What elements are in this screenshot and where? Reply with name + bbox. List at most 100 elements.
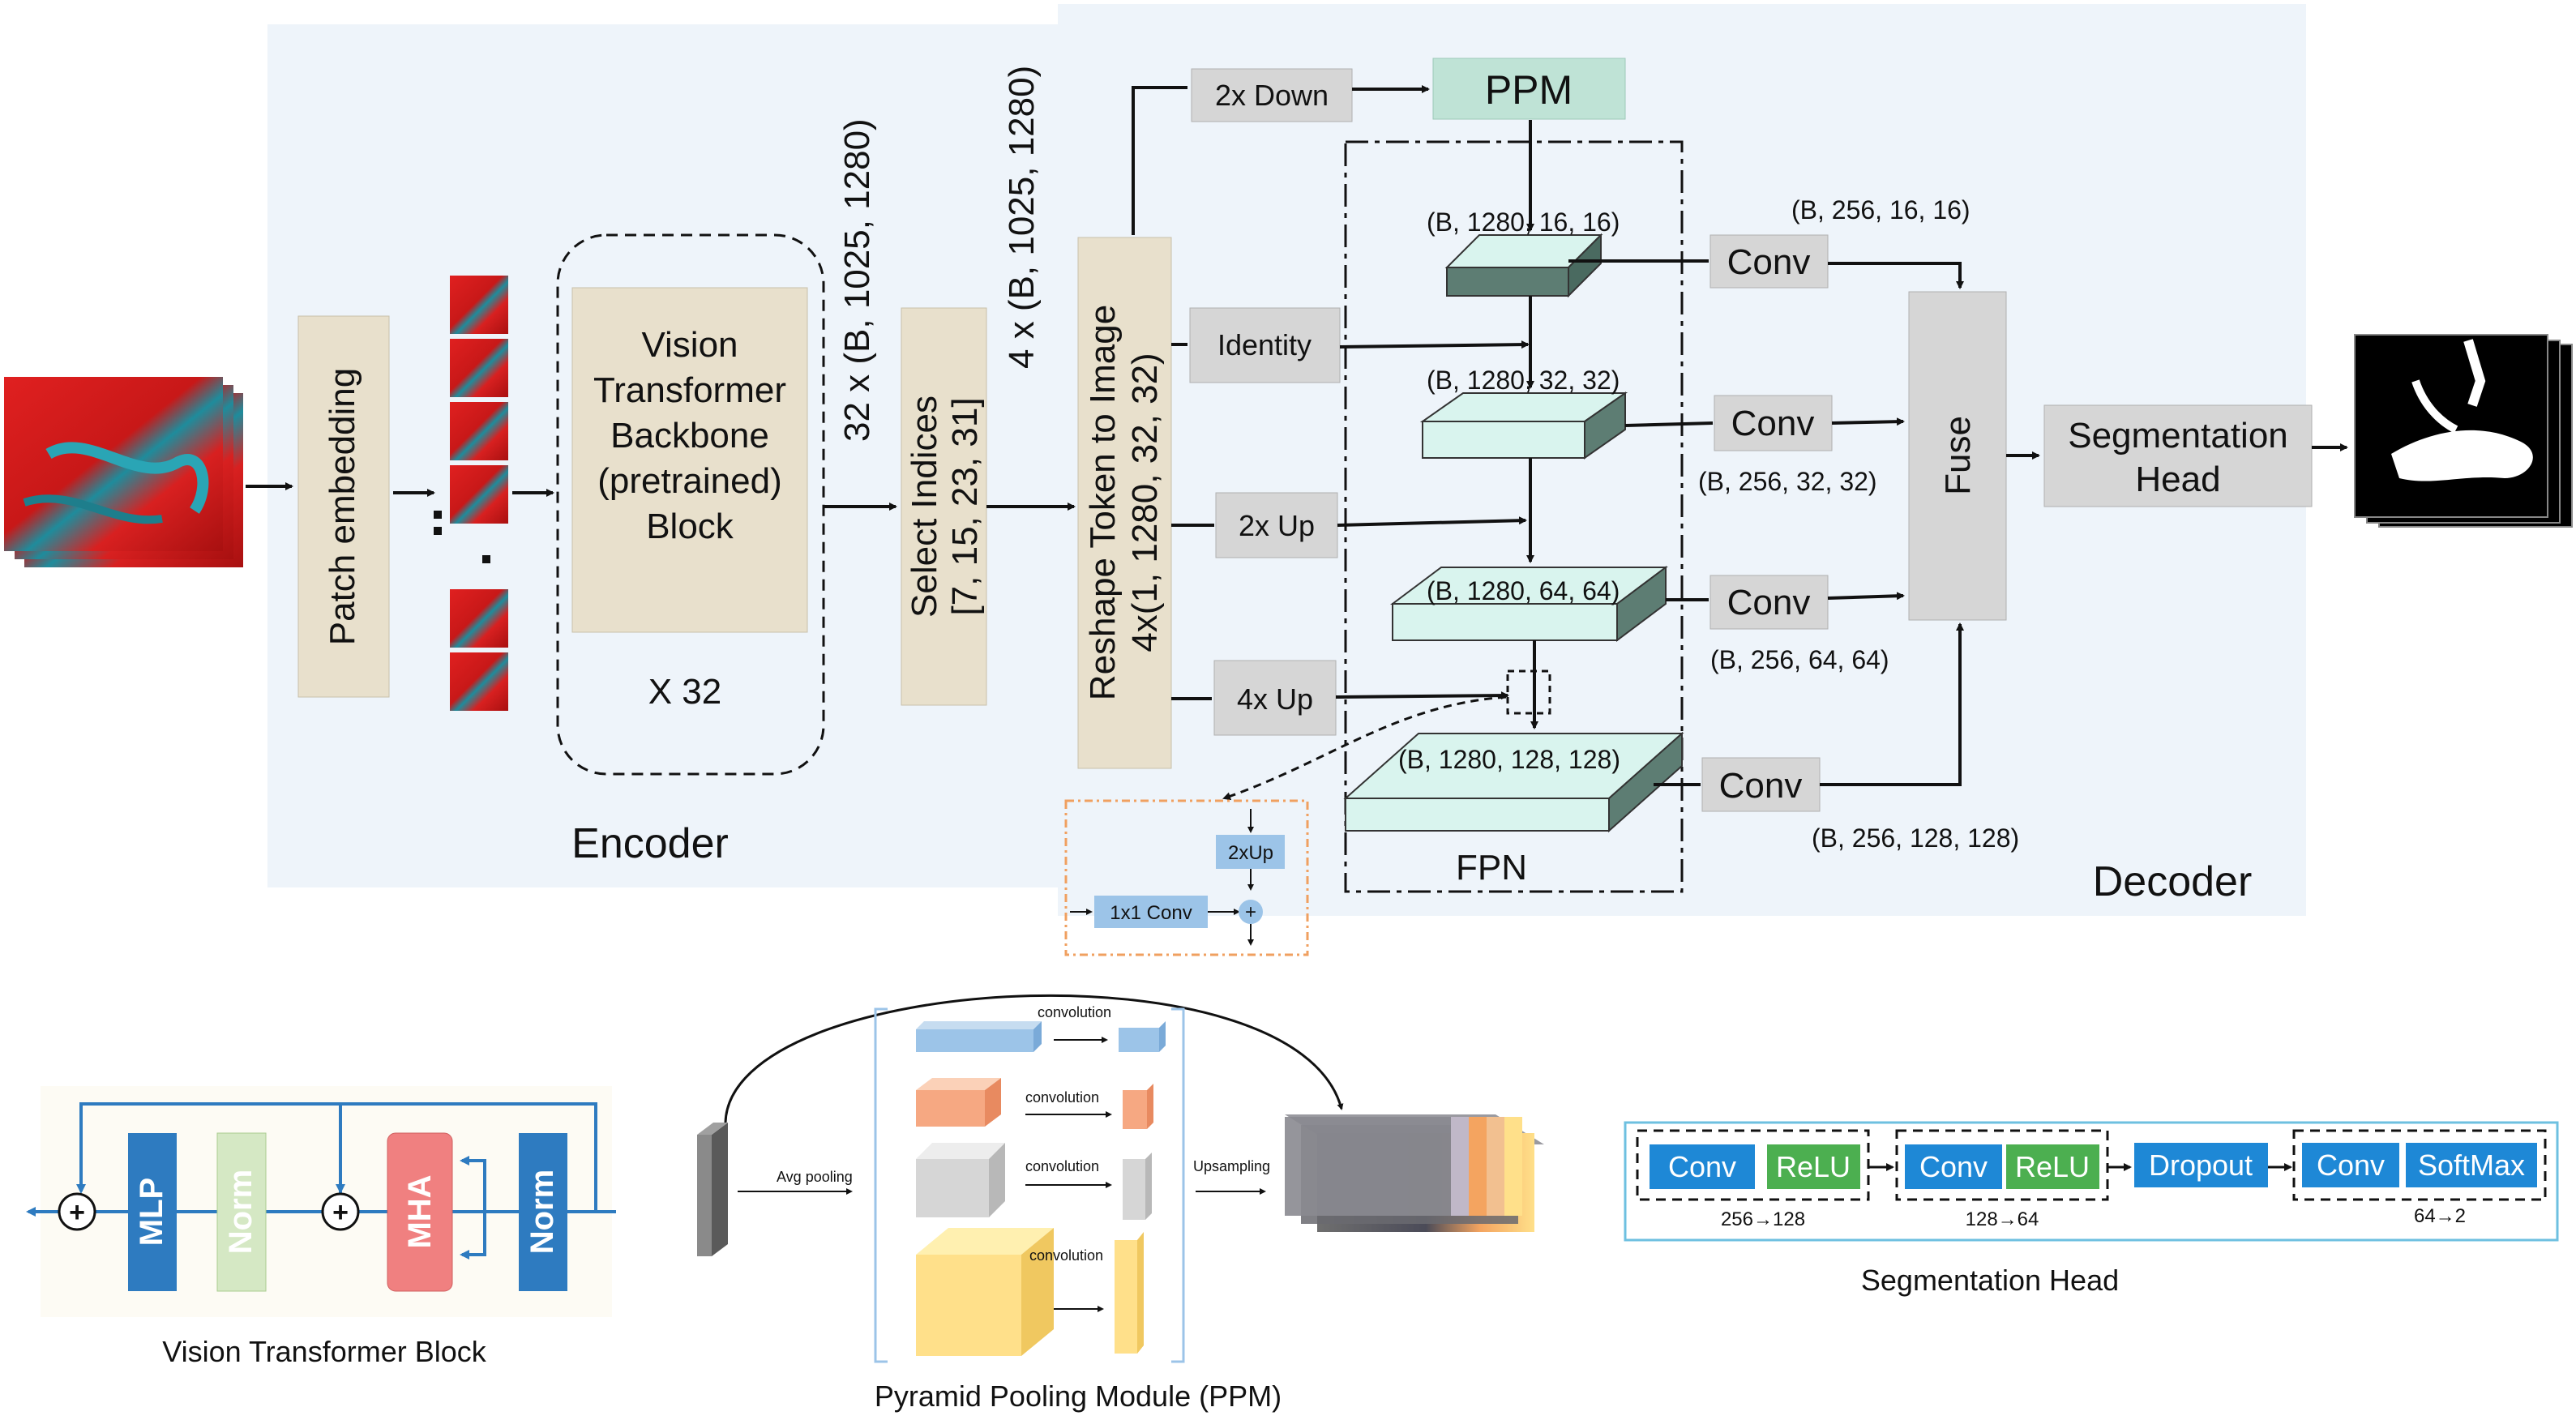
reshape-line-2: 4x(1, 1280, 32, 32) [1125,353,1165,652]
fpn-shape-1: (B, 1280, 16, 16) [1427,207,1620,237]
ppm-branch-2 [916,1078,1153,1129]
fpn-label: FPN [1456,848,1527,888]
vit-add-1-label: + [69,1197,85,1228]
seghead-conv-3 [2302,1143,2399,1187]
identity-box [1189,307,1341,383]
ppm-avgpool-label: Avg pooling [777,1169,853,1185]
inset-box [1064,799,1309,956]
ppm-input-block [697,1123,728,1256]
seghead-line-2: Head [2135,460,2220,499]
select-indices-line-2: [7, 15, 23, 31] [945,397,985,615]
down-2x-box [1191,68,1353,122]
seghead-conv-1-label: Conv [1668,1150,1736,1183]
up-4x-label: 4x Up [1237,682,1313,716]
fpn-level-2 [1419,391,1628,460]
vit-mha-label: MHA [402,1174,438,1248]
ppm-conv-label-2: convolution [1025,1089,1099,1106]
vit-backbone-line-2: Transformer [593,370,786,410]
vit-mlp-label: MLP [134,1178,169,1246]
vit-backbone-line-5: Block [646,507,734,546]
identity-label: Identity [1217,328,1312,361]
ppm-upsampling-label: Upsampling [1193,1158,1270,1174]
up-2x-label: 2x Up [1239,509,1315,542]
ppm-label: PPM [1485,67,1573,113]
inset-plus-circle [1239,900,1263,924]
arrow-conv1-fuse [1828,262,1964,289]
arrow-conv4-fuse [1820,622,1964,786]
conv-box-3 [1709,575,1829,630]
branch-down [1132,86,1187,235]
vit-norm-box [519,1133,567,1291]
ppm-box [1432,58,1626,120]
inset-2xup-label: 2xUp [1228,842,1273,864]
vit-add-2 [321,1192,360,1231]
inset-conv-box [1094,896,1208,928]
down-2x-label: 2x Down [1215,79,1329,112]
seghead-detail-panel [1624,1121,2559,1242]
fpn-level-1 [1444,233,1603,298]
seghead-box [2043,404,2313,507]
vit-norm-label: Norm [524,1170,560,1254]
vit-norm-light-box [216,1132,267,1292]
seghead-dim-1: 256→128 [1721,1208,1805,1230]
seghead-line-1: Segmentation [2068,416,2288,456]
patch-embedding-label: Patch embedding [323,368,362,645]
ppm-left-bracket [874,1007,888,1363]
vit-backbone-line-4: (pretrained) [597,461,781,501]
ppm-conv-label-1: convolution [1038,1004,1111,1020]
ppm-branch-1 [916,1021,1166,1052]
patch-tokens [434,276,508,711]
fpn-region [1344,140,1684,893]
ppm-branch-3 [916,1143,1152,1220]
fuse-label: Fuse [1938,416,1978,495]
seghead-softmax-label: SoftMax [2418,1148,2525,1182]
vit-mha-box [387,1132,453,1292]
ppm-conv-label-3: convolution [1025,1158,1099,1174]
inset-conv-label: 1x1 Conv [1110,902,1192,924]
vit-backbone-line-1: Vision [641,325,738,365]
conv-label-4: Conv [1719,766,1803,806]
vit-mha-branch-2 [460,1212,486,1260]
seghead-relu-2-label: ReLU [2015,1150,2090,1183]
seghead-conv-3-label: Conv [2317,1148,2385,1182]
vit-repeat-label: X 32 [648,672,722,712]
seghead-dropout-label: Dropout [2149,1148,2253,1182]
conv-label-1: Conv [1727,242,1811,282]
seghead-caption: Segmentation Head [1861,1264,2119,1297]
output-mask [2354,334,2573,528]
arrow-conv3-fuse [1827,592,1905,601]
seghead-dim-2: 128→64 [1966,1208,2039,1230]
input-satellite-image [4,377,243,567]
fpn-shape-2: (B, 1280, 32, 32) [1427,366,1620,395]
ppm-caption: Pyramid Pooling Module (PPM) [875,1379,1282,1413]
select-indices-box [901,307,987,706]
seghead-conv-2-label: Conv [1919,1150,1988,1183]
vit-backbone-line-3: Backbone [610,416,769,456]
conv-label-2: Conv [1731,404,1815,443]
vit-block-caption: Vision Transformer Block [162,1335,486,1368]
vit-repeat-group [556,233,825,776]
seghead-group-3 [2292,1129,2547,1201]
seghead-conv-1 [1650,1144,1755,1189]
conv-shape-3: (B, 256, 64, 64) [1710,645,1889,674]
shape-after-select: 4 x (B, 1025, 1280) [1002,66,1042,369]
vit-mha-branch [460,1156,486,1212]
conv-box-2 [1714,395,1833,451]
seghead-group-1 [1636,1129,1870,1201]
inset-plus-label: + [1245,901,1256,923]
conv-label-3: Conv [1727,583,1811,622]
conv-box-1 [1709,234,1829,289]
vit-norm-light-label: Norm [223,1170,259,1254]
seghead-softmax [2406,1143,2537,1187]
arrow-identity-fpn [1339,340,1530,349]
vit-add-2-label: + [332,1197,349,1228]
inset-2xup-box [1216,835,1285,869]
arrow-conv2-fuse [1831,417,1905,426]
fuse-box [1908,291,2007,621]
seghead-group-2 [1895,1129,2109,1201]
reshape-line-1: Reshape Token to Image [1083,305,1123,700]
merge-highlight [1506,669,1551,715]
seghead-dropout [2134,1143,2268,1187]
conv-shape-1: (B, 256, 16, 16) [1791,195,1971,225]
